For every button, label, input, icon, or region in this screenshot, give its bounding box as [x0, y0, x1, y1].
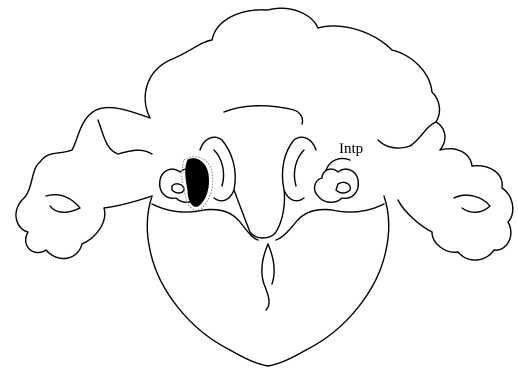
- right-lateral-lobe: [398, 149, 513, 260]
- left-peduncle-inner: [214, 150, 224, 186]
- pons-outline: [147, 196, 389, 366]
- lesion-marker: [186, 159, 209, 207]
- right-lobe-inner-fold: [454, 195, 490, 212]
- pons-midline: [262, 244, 274, 310]
- cerebellar-outline: [145, 8, 445, 150]
- right-nuclei-cluster: [315, 169, 359, 202]
- right-nucleus-arc: [326, 158, 350, 170]
- left-lobe-inner-fold: [46, 195, 80, 213]
- pons-upper-edge-left: [152, 204, 258, 240]
- right-peduncle: [282, 137, 316, 201]
- pons-upper-edge-right: [276, 204, 384, 240]
- right-nucleus-small: [336, 182, 350, 193]
- left-lobe-fold: [98, 120, 152, 154]
- midline-fold: [224, 106, 303, 124]
- right-lobe-fold: [378, 122, 436, 148]
- left-nucleus-small: [172, 184, 184, 193]
- central-tegmentum: [234, 190, 285, 238]
- left-lateral-lobe: [16, 108, 152, 259]
- region-label-intp: Intp: [339, 141, 363, 157]
- right-peduncle-inner: [294, 150, 304, 186]
